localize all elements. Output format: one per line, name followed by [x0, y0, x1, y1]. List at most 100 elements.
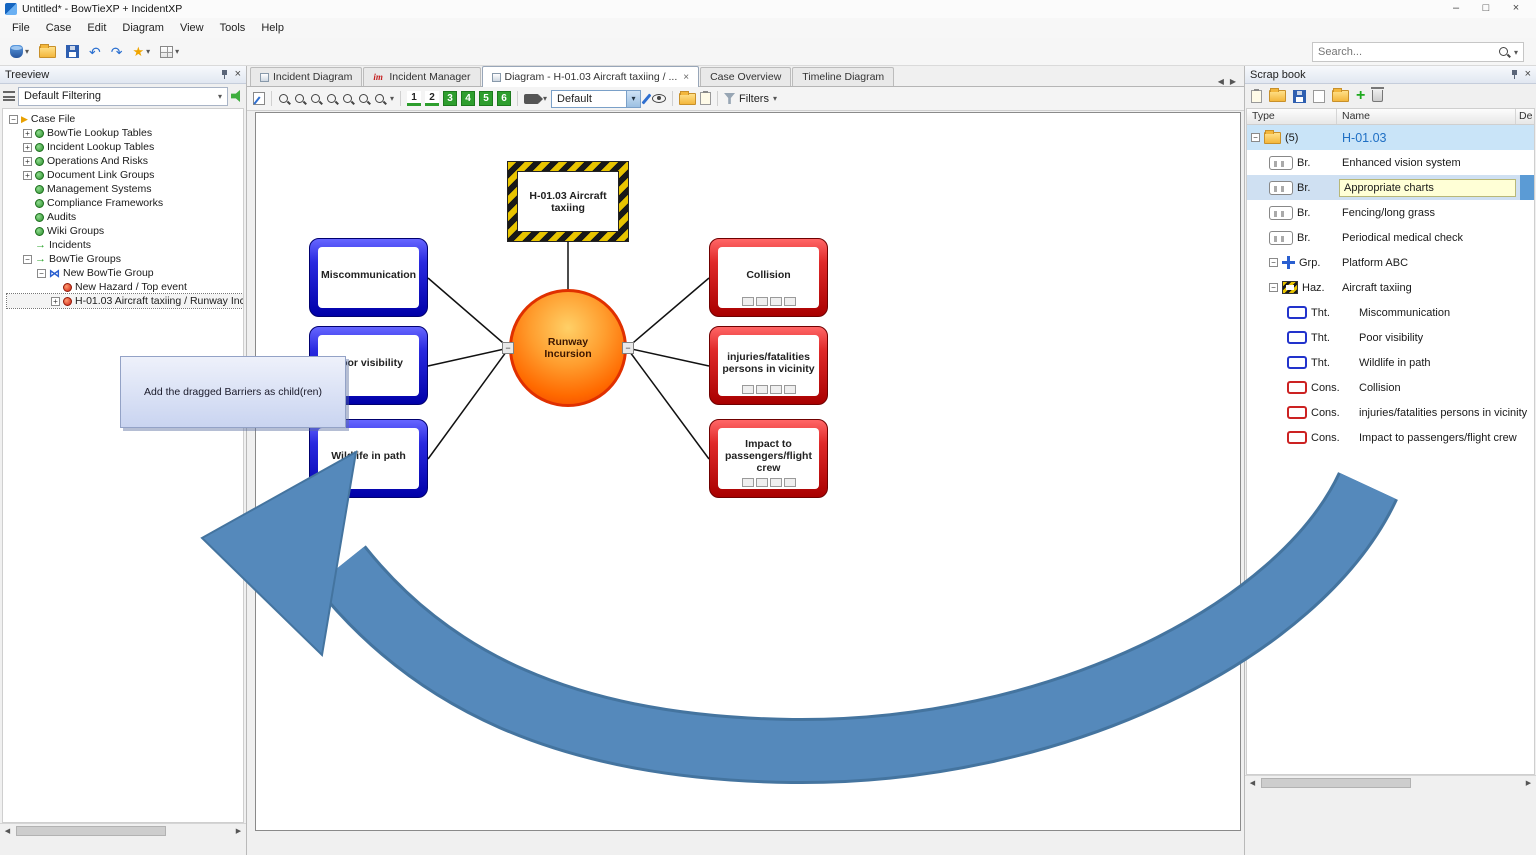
scrapbook-row-threat[interactable]: Tht. Wildlife in path	[1247, 350, 1534, 375]
scroll-thumb[interactable]	[1261, 777, 1411, 788]
collapse-icon[interactable]: −	[23, 254, 32, 264]
save-button[interactable]	[64, 41, 81, 63]
search-input[interactable]	[1318, 46, 1494, 58]
tree-item-incident-lookup-tables[interactable]: +Incident Lookup Tables	[7, 140, 243, 154]
detail-level-3-button[interactable]: 3	[443, 91, 458, 106]
collapse-consequences-icon[interactable]: −	[622, 342, 634, 354]
collapse-icon[interactable]: −	[37, 268, 46, 278]
hazard-node[interactable]: H-01.03 Aircraft taxiing	[507, 161, 629, 242]
scroll-right-icon[interactable]: ▶	[235, 827, 242, 835]
chevron-down-icon[interactable]: ▾	[543, 94, 548, 103]
scrapbook-row-consequence[interactable]: Cons. Collision	[1247, 375, 1534, 400]
scrapbook-hscrollbar[interactable]: ◀ ▶	[1245, 775, 1536, 789]
filter-dropdown[interactable]: Default Filtering ▾	[18, 86, 228, 106]
detail-level-4-button[interactable]: 4	[461, 91, 476, 106]
close-panel-icon[interactable]: ×	[234, 68, 241, 80]
scroll-left-icon[interactable]: ◀	[4, 827, 11, 835]
detail-level-1-button[interactable]: 1	[407, 91, 422, 106]
camera-icon[interactable]	[524, 93, 544, 104]
menu-help[interactable]: Help	[261, 22, 284, 34]
scrapbook-row-barrier[interactable]: Br. Fencing/long grass	[1247, 200, 1534, 225]
list-icon[interactable]	[3, 91, 15, 101]
menu-case[interactable]: Case	[45, 22, 72, 34]
scrapbook-row-barrier[interactable]: Br. Periodical medical check	[1247, 225, 1534, 250]
bowtie-canvas[interactable]: H-01.03 Aircraft taxiing Runway Incursio…	[255, 112, 1241, 831]
detail-level-2-button[interactable]: 2	[425, 91, 440, 106]
expand-icon[interactable]: +	[23, 170, 32, 180]
tab-case-overview[interactable]: Case Overview	[700, 67, 792, 86]
menu-view[interactable]: View	[179, 22, 204, 34]
database-button[interactable]: ▾	[8, 41, 31, 63]
tree-item-new-bowtie-group[interactable]: −New BowTie Group	[7, 266, 243, 280]
scroll-left-icon[interactable]: ◀	[1249, 779, 1256, 787]
filter-options-icon[interactable]	[231, 90, 240, 102]
search-box[interactable]: ▾	[1312, 42, 1524, 62]
save-icon[interactable]	[1293, 89, 1306, 103]
close-button[interactable]: ×	[1512, 2, 1520, 14]
treeview-hscrollbar[interactable]: ◀ ▶	[0, 823, 246, 837]
menu-tools[interactable]: Tools	[219, 22, 246, 34]
tree-item-management-systems[interactable]: Management Systems	[7, 182, 243, 196]
export-icon[interactable]	[1313, 87, 1331, 103]
menu-edit[interactable]: Edit	[87, 22, 107, 34]
minimize-button[interactable]: –	[1452, 2, 1460, 14]
top-event-node[interactable]: Runway Incursion	[509, 289, 627, 407]
undo-button[interactable]: ↶	[87, 41, 103, 63]
filters-button[interactable]: Filters	[739, 92, 769, 105]
annotate-icon[interactable]	[641, 92, 652, 105]
scrapbook-row-consequence[interactable]: Cons. injuries/fatalities persons in vic…	[1247, 400, 1534, 425]
search-icon[interactable]	[1498, 46, 1510, 58]
clipboard-icon[interactable]	[700, 91, 712, 105]
tree-item-wiki-groups[interactable]: Wiki Groups	[7, 224, 243, 238]
style-dropdown[interactable]: Default ▾	[551, 89, 642, 108]
open-icon[interactable]	[1269, 88, 1286, 102]
scrapbook-row-threat[interactable]: Tht. Poor visibility	[1247, 325, 1534, 350]
tree-item-audits[interactable]: Audits	[7, 210, 243, 224]
expand-icon[interactable]: +	[51, 296, 60, 306]
tree-item-document-link-groups[interactable]: +Document Link Groups	[7, 168, 243, 182]
tree-item-bowtie-groups[interactable]: −BowTie Groups	[7, 252, 243, 266]
zoom-100-icon[interactable]	[310, 93, 322, 105]
detail-level-6-button[interactable]: 6	[497, 91, 512, 106]
scrapbook-row-barrier[interactable]: Br. Enhanced vision system	[1247, 150, 1534, 175]
threat-node-wildlife-in-path[interactable]: Wildlife in path	[309, 419, 428, 498]
table-view-button[interactable]: ▾	[158, 41, 181, 63]
visibility-icon[interactable]	[652, 94, 667, 103]
tree-item-h0103[interactable]: +H-01.03 Aircraft taxiing / Runway Incur…	[6, 293, 243, 309]
tab-incident-diagram[interactable]: Incident Diagram	[250, 67, 363, 86]
import-folder-icon[interactable]	[1332, 88, 1349, 102]
favorites-button[interactable]: ★▾	[130, 41, 152, 63]
scroll-right-icon[interactable]: ▶	[1525, 779, 1532, 787]
detail-level-5-button[interactable]: 5	[479, 91, 494, 106]
scroll-thumb[interactable]	[16, 825, 166, 836]
filter-funnel-icon[interactable]	[724, 93, 736, 104]
zoom-out-icon[interactable]	[294, 93, 306, 105]
tab-incident-manager[interactable]: Incident Manager	[363, 67, 481, 86]
close-panel-icon[interactable]: ×	[1524, 68, 1531, 80]
collapse-icon[interactable]: −	[1269, 283, 1278, 292]
zoom-in-icon[interactable]	[278, 93, 290, 105]
expand-icon[interactable]: +	[23, 128, 32, 138]
scrapbook-row-group-abc[interactable]: − Grp. Platform ABC	[1247, 250, 1534, 275]
menu-diagram[interactable]: Diagram	[122, 22, 164, 34]
column-description[interactable]: De	[1519, 110, 1533, 122]
column-name[interactable]: Name	[1337, 109, 1516, 124]
tabs-scroll-right-icon[interactable]: ▶	[1229, 77, 1236, 86]
consequence-node-injuries[interactable]: injuries/fatalities persons in vicinity	[709, 326, 828, 405]
scrapbook-row-barrier-selected[interactable]: Br. Appropriate charts	[1247, 175, 1534, 200]
menu-file[interactable]: File	[12, 22, 30, 34]
add-icon[interactable]: +	[1356, 87, 1366, 104]
tab-timeline-diagram[interactable]: Timeline Diagram	[792, 67, 895, 86]
tree-item-operations-and-risks[interactable]: +Operations And Risks	[7, 154, 243, 168]
tabs-scroll-left-icon[interactable]: ◀	[1217, 77, 1224, 86]
tree-item-new-hazard[interactable]: New Hazard / Top event	[7, 280, 243, 294]
chevron-down-icon[interactable]: ▾	[772, 94, 777, 103]
redo-button[interactable]: ↷	[109, 41, 125, 63]
close-tab-icon[interactable]: ×	[683, 71, 690, 83]
scrapbook-row-hazard[interactable]: − Haz. Aircraft taxiing	[1247, 275, 1534, 300]
zoom-selection-icon[interactable]	[358, 93, 370, 105]
tree-item-bowtie-lookup-tables[interactable]: +BowTie Lookup Tables	[7, 126, 243, 140]
chevron-down-icon[interactable]: ▾	[390, 94, 395, 103]
consequence-node-impact[interactable]: Impact to passengers/flight crew	[709, 419, 828, 498]
collapse-icon[interactable]: −	[1251, 133, 1260, 142]
